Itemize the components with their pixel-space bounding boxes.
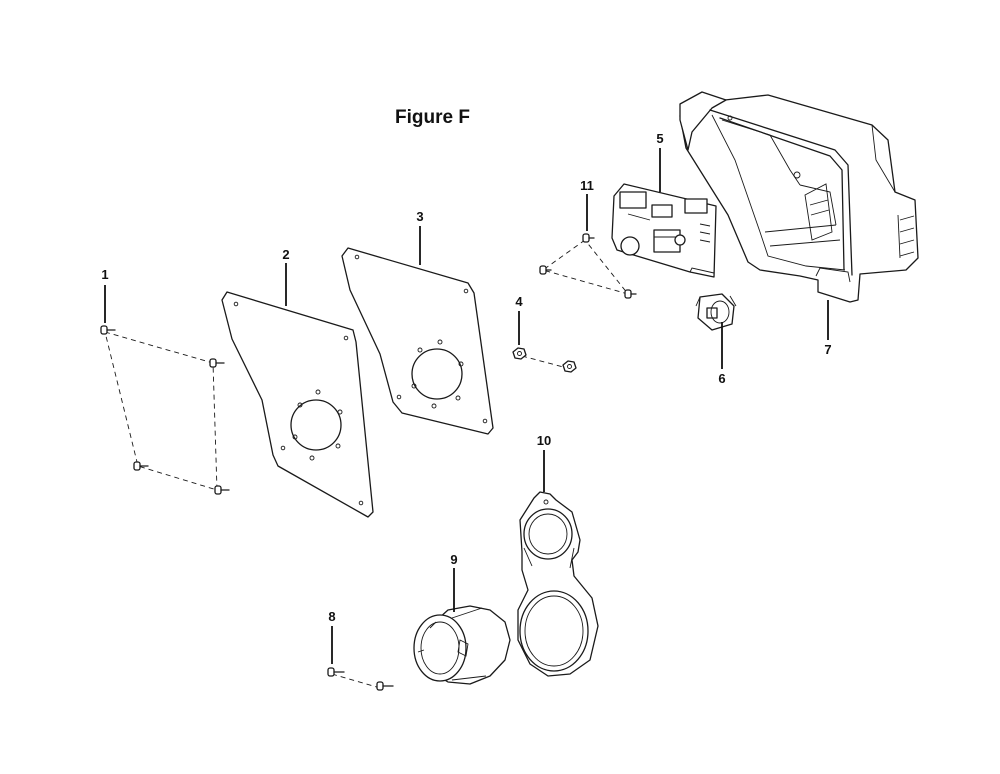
part-4-nuts	[512, 347, 577, 373]
callout-1: 1	[101, 267, 108, 282]
part-2-gasket-plate	[221, 291, 374, 518]
part-1-screws	[100, 325, 230, 495]
part-10-cover	[517, 491, 599, 677]
figure-title: Figure F	[395, 107, 470, 128]
callout-10: 10	[537, 433, 551, 448]
callout-4: 4	[515, 294, 523, 309]
part-5-circuit-board	[611, 183, 717, 278]
callout-11: 11	[580, 178, 594, 193]
part-11-screws	[539, 233, 637, 299]
part-7-housing	[679, 91, 919, 303]
callout-9: 9	[450, 552, 457, 567]
callout-3: 3	[416, 209, 423, 224]
callout-8: 8	[328, 609, 335, 624]
callout-7: 7	[824, 342, 831, 357]
callout-2: 2	[282, 247, 289, 262]
callout-6: 6	[718, 371, 725, 386]
part-6-bushing	[695, 293, 737, 331]
part-9-receptacle	[413, 605, 511, 685]
part-3-panel-plate	[341, 247, 494, 435]
callout-5: 5	[656, 131, 663, 146]
part-8-screws	[327, 667, 394, 691]
